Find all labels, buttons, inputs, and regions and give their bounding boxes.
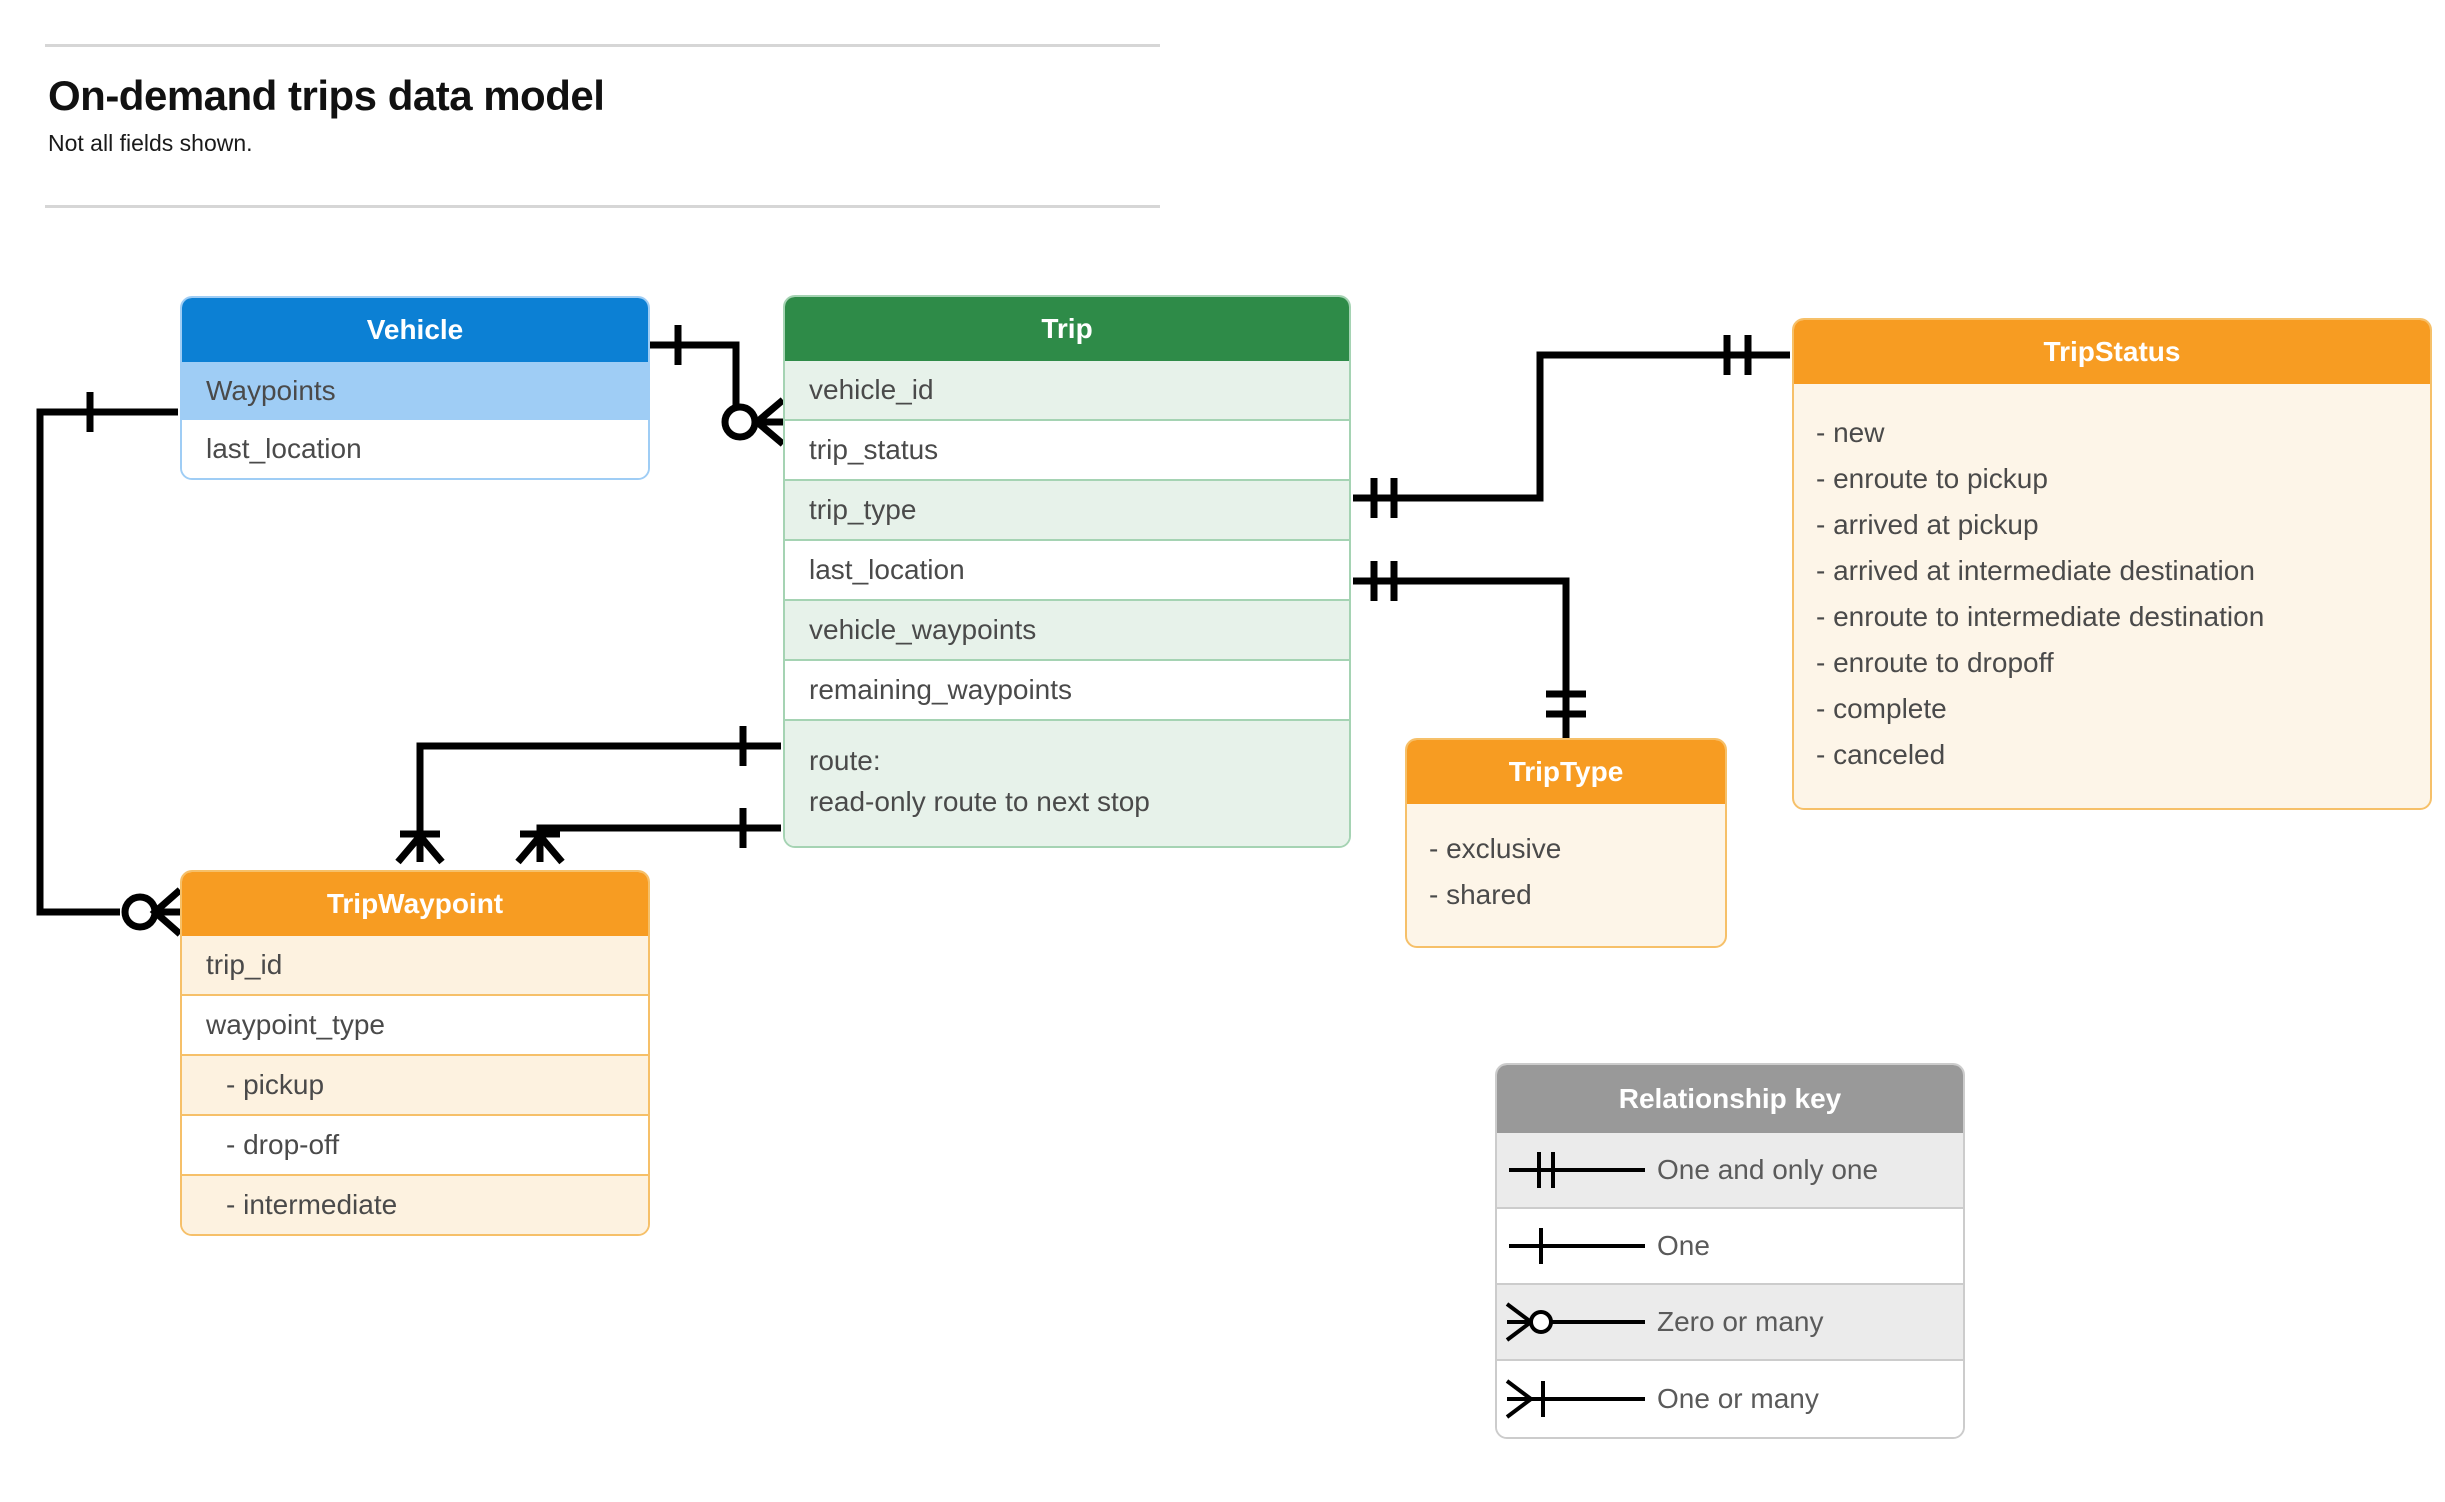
connector-remaining-waypoints-field-to-tripwaypoint (515, 808, 781, 865)
entity-triptype-list: - exclusive - shared (1407, 804, 1725, 946)
enum-tripstatus-enroute-to-dropoff: - enroute to dropoff (1816, 647, 2054, 678)
page-subtitle: Not all fields shown. (48, 130, 253, 156)
enum-tripstatus-enroute-to-pickup: - enroute to pickup (1816, 463, 2048, 494)
field-trip-remaining-waypoints[interactable]: remaining_waypoints (785, 661, 1349, 721)
connector-vehicle-to-trip (650, 325, 786, 447)
field-trip-vehicle-id[interactable]: vehicle_id (785, 361, 1349, 421)
entity-tripwaypoint[interactable]: TripWaypoint trip_id waypoint_type - pic… (180, 870, 650, 1236)
legend-row-one-or-many: One or many (1497, 1361, 1963, 1437)
enum-waypoint-type-dropoff: - drop-off (182, 1116, 648, 1176)
entity-triptype-title: TripType (1407, 740, 1725, 804)
enum-tripstatus-complete: - complete (1816, 693, 1947, 724)
connector-trip-status-to-tripstatus (1353, 335, 1790, 518)
one-symbol (1509, 1228, 1645, 1264)
legend-label-one-and-only-one: One and only one (1657, 1154, 1879, 1185)
enum-tripstatus-arrived-at-intermediate-destination: - arrived at intermediate destination (1816, 555, 2255, 586)
legend-label-zero-or-many: Zero or many (1657, 1306, 1824, 1337)
enum-triptype-exclusive: - exclusive (1429, 833, 1562, 864)
field-trip-trip-status[interactable]: trip_status (785, 421, 1349, 481)
one-or-many-symbol (1505, 1379, 1645, 1419)
field-trip-route-description: read-only route to next stop (809, 785, 1150, 817)
legend-label-one: One (1657, 1230, 1710, 1261)
header-divider-bottom (45, 205, 1160, 208)
zero-or-many-symbol (1505, 1302, 1645, 1342)
connector-trip-type-to-triptype (1353, 561, 1586, 738)
enum-tripstatus-arrived-at-pickup: - arrived at pickup (1816, 509, 2039, 540)
legend-row-one: One (1497, 1209, 1963, 1285)
entity-tripstatus-title: TripStatus (1794, 320, 2430, 384)
entity-trip-title: Trip (785, 297, 1349, 361)
enum-waypoint-type-pickup: - pickup (182, 1056, 648, 1116)
enum-tripstatus-canceled: - canceled (1816, 739, 1946, 770)
field-vehicle-last-location[interactable]: last_location (182, 420, 648, 478)
field-tripwaypoint-waypoint-type[interactable]: waypoint_type (182, 996, 648, 1056)
entity-tripstatus[interactable]: TripStatus - new - enroute to pickup - a… (1792, 318, 2432, 810)
field-tripwaypoint-trip-id[interactable]: trip_id (182, 936, 648, 996)
legend-row-one-and-only-one: One and only one (1497, 1133, 1963, 1209)
field-vehicle-waypoints[interactable]: Waypoints (182, 362, 648, 420)
relationship-key-legend[interactable]: Relationship key One and only one One Ze… (1495, 1063, 1965, 1439)
field-trip-route-label: route: (809, 745, 881, 776)
enum-triptype-shared: - shared (1429, 879, 1532, 910)
one-and-only-one-symbol (1509, 1152, 1645, 1188)
field-trip-trip-type[interactable]: trip_type (785, 481, 1349, 541)
field-trip-last-location[interactable]: last_location (785, 541, 1349, 601)
entity-trip[interactable]: Trip vehicle_id trip_status trip_type la… (783, 295, 1351, 849)
enum-tripstatus-new: - new (1816, 417, 1885, 448)
entity-vehicle[interactable]: Vehicle Waypoints last_location (180, 296, 650, 480)
entity-vehicle-title: Vehicle (182, 298, 648, 362)
page-title: On-demand trips data model (48, 72, 605, 119)
legend-title: Relationship key (1497, 1065, 1963, 1133)
connector-vehicle-waypoints-to-tripwaypoint (36, 392, 183, 937)
enum-waypoint-type-intermediate: - intermediate (182, 1176, 648, 1234)
legend-label-one-or-many: One or many (1657, 1383, 1819, 1414)
entity-tripstatus-list: - new - enroute to pickup - arrived at p… (1794, 384, 2430, 808)
field-trip-route[interactable]: route: read-only route to next stop (785, 721, 1349, 847)
connector-vehicle-waypoints-field-to-tripwaypoint (395, 726, 781, 865)
enum-tripstatus-enroute-to-intermediate-destination: - enroute to intermediate destination (1816, 601, 2265, 632)
header-divider-top (45, 44, 1160, 47)
entity-tripwaypoint-title: TripWaypoint (182, 872, 648, 936)
entity-triptype[interactable]: TripType - exclusive - shared (1405, 738, 1727, 948)
legend-row-zero-or-many: Zero or many (1497, 1285, 1963, 1361)
field-trip-vehicle-waypoints[interactable]: vehicle_waypoints (785, 601, 1349, 661)
